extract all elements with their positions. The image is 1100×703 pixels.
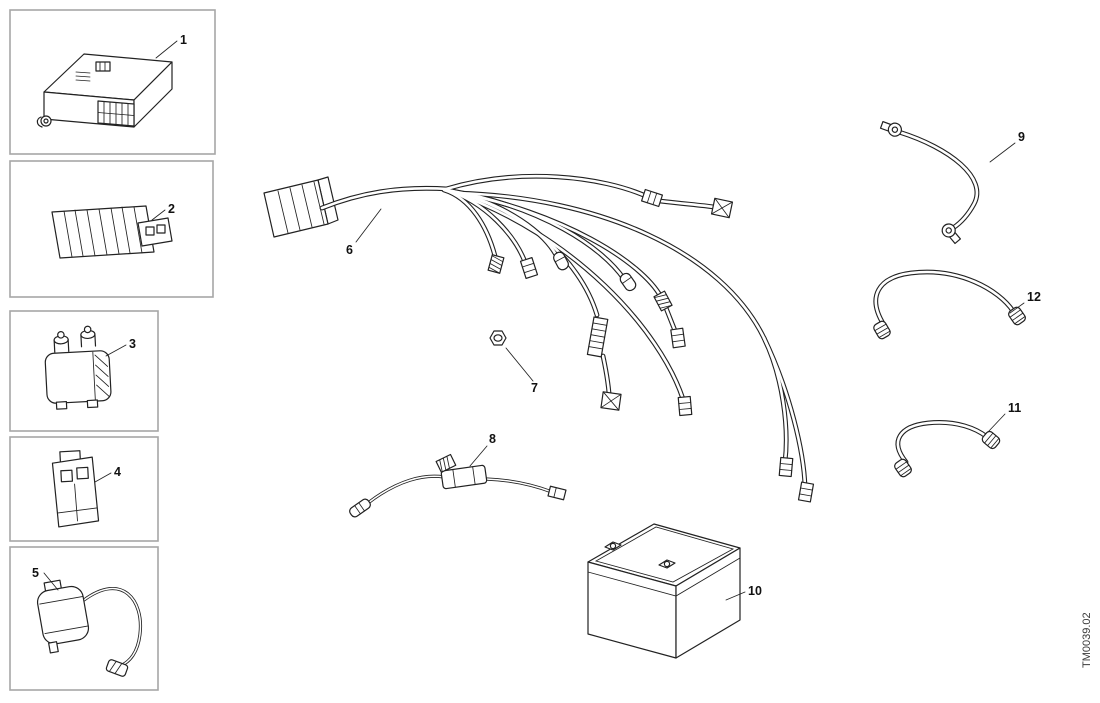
part-9-battery-cable-illustration (878, 118, 977, 246)
callout-leader-12 (1009, 302, 1025, 314)
callout-leader-6 (355, 208, 382, 243)
part-boxes (9, 9, 216, 691)
part-6-wiring-harness-illustration (263, 176, 815, 503)
part-4-connector-illustration (51, 450, 100, 528)
callout-label-10: 10 (748, 584, 762, 598)
callout-label-3: 3 (129, 337, 136, 351)
part-box-2 (9, 160, 214, 298)
callout-label-1: 1 (180, 33, 187, 47)
harness-wires (322, 176, 805, 487)
callout-label-7: 7 (531, 381, 538, 395)
part-3-starter-relay-illustration (44, 325, 112, 410)
callout-label-2: 2 (168, 202, 175, 216)
callout-leader-2 (151, 209, 166, 221)
callout-label-11: 11 (1008, 401, 1021, 415)
part-box-3 (9, 310, 159, 432)
callout-leader-7 (505, 347, 534, 382)
callout-leader-1 (155, 40, 178, 59)
callout-label-4: 4 (114, 465, 121, 479)
callout-label-9: 9 (1018, 130, 1025, 144)
callout-label-12: 12 (1027, 290, 1041, 304)
drawing-code: TM0039.02 (1081, 612, 1093, 668)
part-1-control-unit-illustration (36, 53, 173, 128)
callout-label-5: 5 (32, 566, 39, 580)
callout-leader-4 (94, 472, 112, 483)
part-box-1 (9, 9, 216, 155)
part-11-cable-illustration (892, 422, 1002, 479)
callout-leaders (43, 40, 1025, 601)
callout-labels: 1 2 3 4 5 6 7 8 9 10 11 12 (32, 33, 1041, 598)
part-10-battery-illustration (587, 523, 741, 659)
part-5-ignition-coil-illustration (36, 579, 143, 677)
callout-leader-5 (43, 572, 59, 591)
callout-leader-9 (989, 142, 1016, 163)
part-box-4 (9, 436, 159, 542)
part-2-voltage-regulator-illustration (51, 205, 173, 259)
callout-label-8: 8 (489, 432, 496, 446)
callout-leader-10 (725, 591, 746, 601)
part-12-cable-illustration (871, 272, 1028, 341)
harness-main-connector (263, 176, 339, 238)
harness-corrugated-boot (586, 316, 609, 358)
callout-leader-8 (469, 445, 488, 467)
callout-label-6: 6 (346, 243, 353, 257)
callout-leader-11 (987, 413, 1006, 433)
part-7-nut-illustration (489, 330, 507, 346)
callout-leader-3 (105, 344, 127, 357)
part-8-diagnostic-cable-illustration (349, 453, 567, 518)
part-box-5 (9, 546, 159, 691)
